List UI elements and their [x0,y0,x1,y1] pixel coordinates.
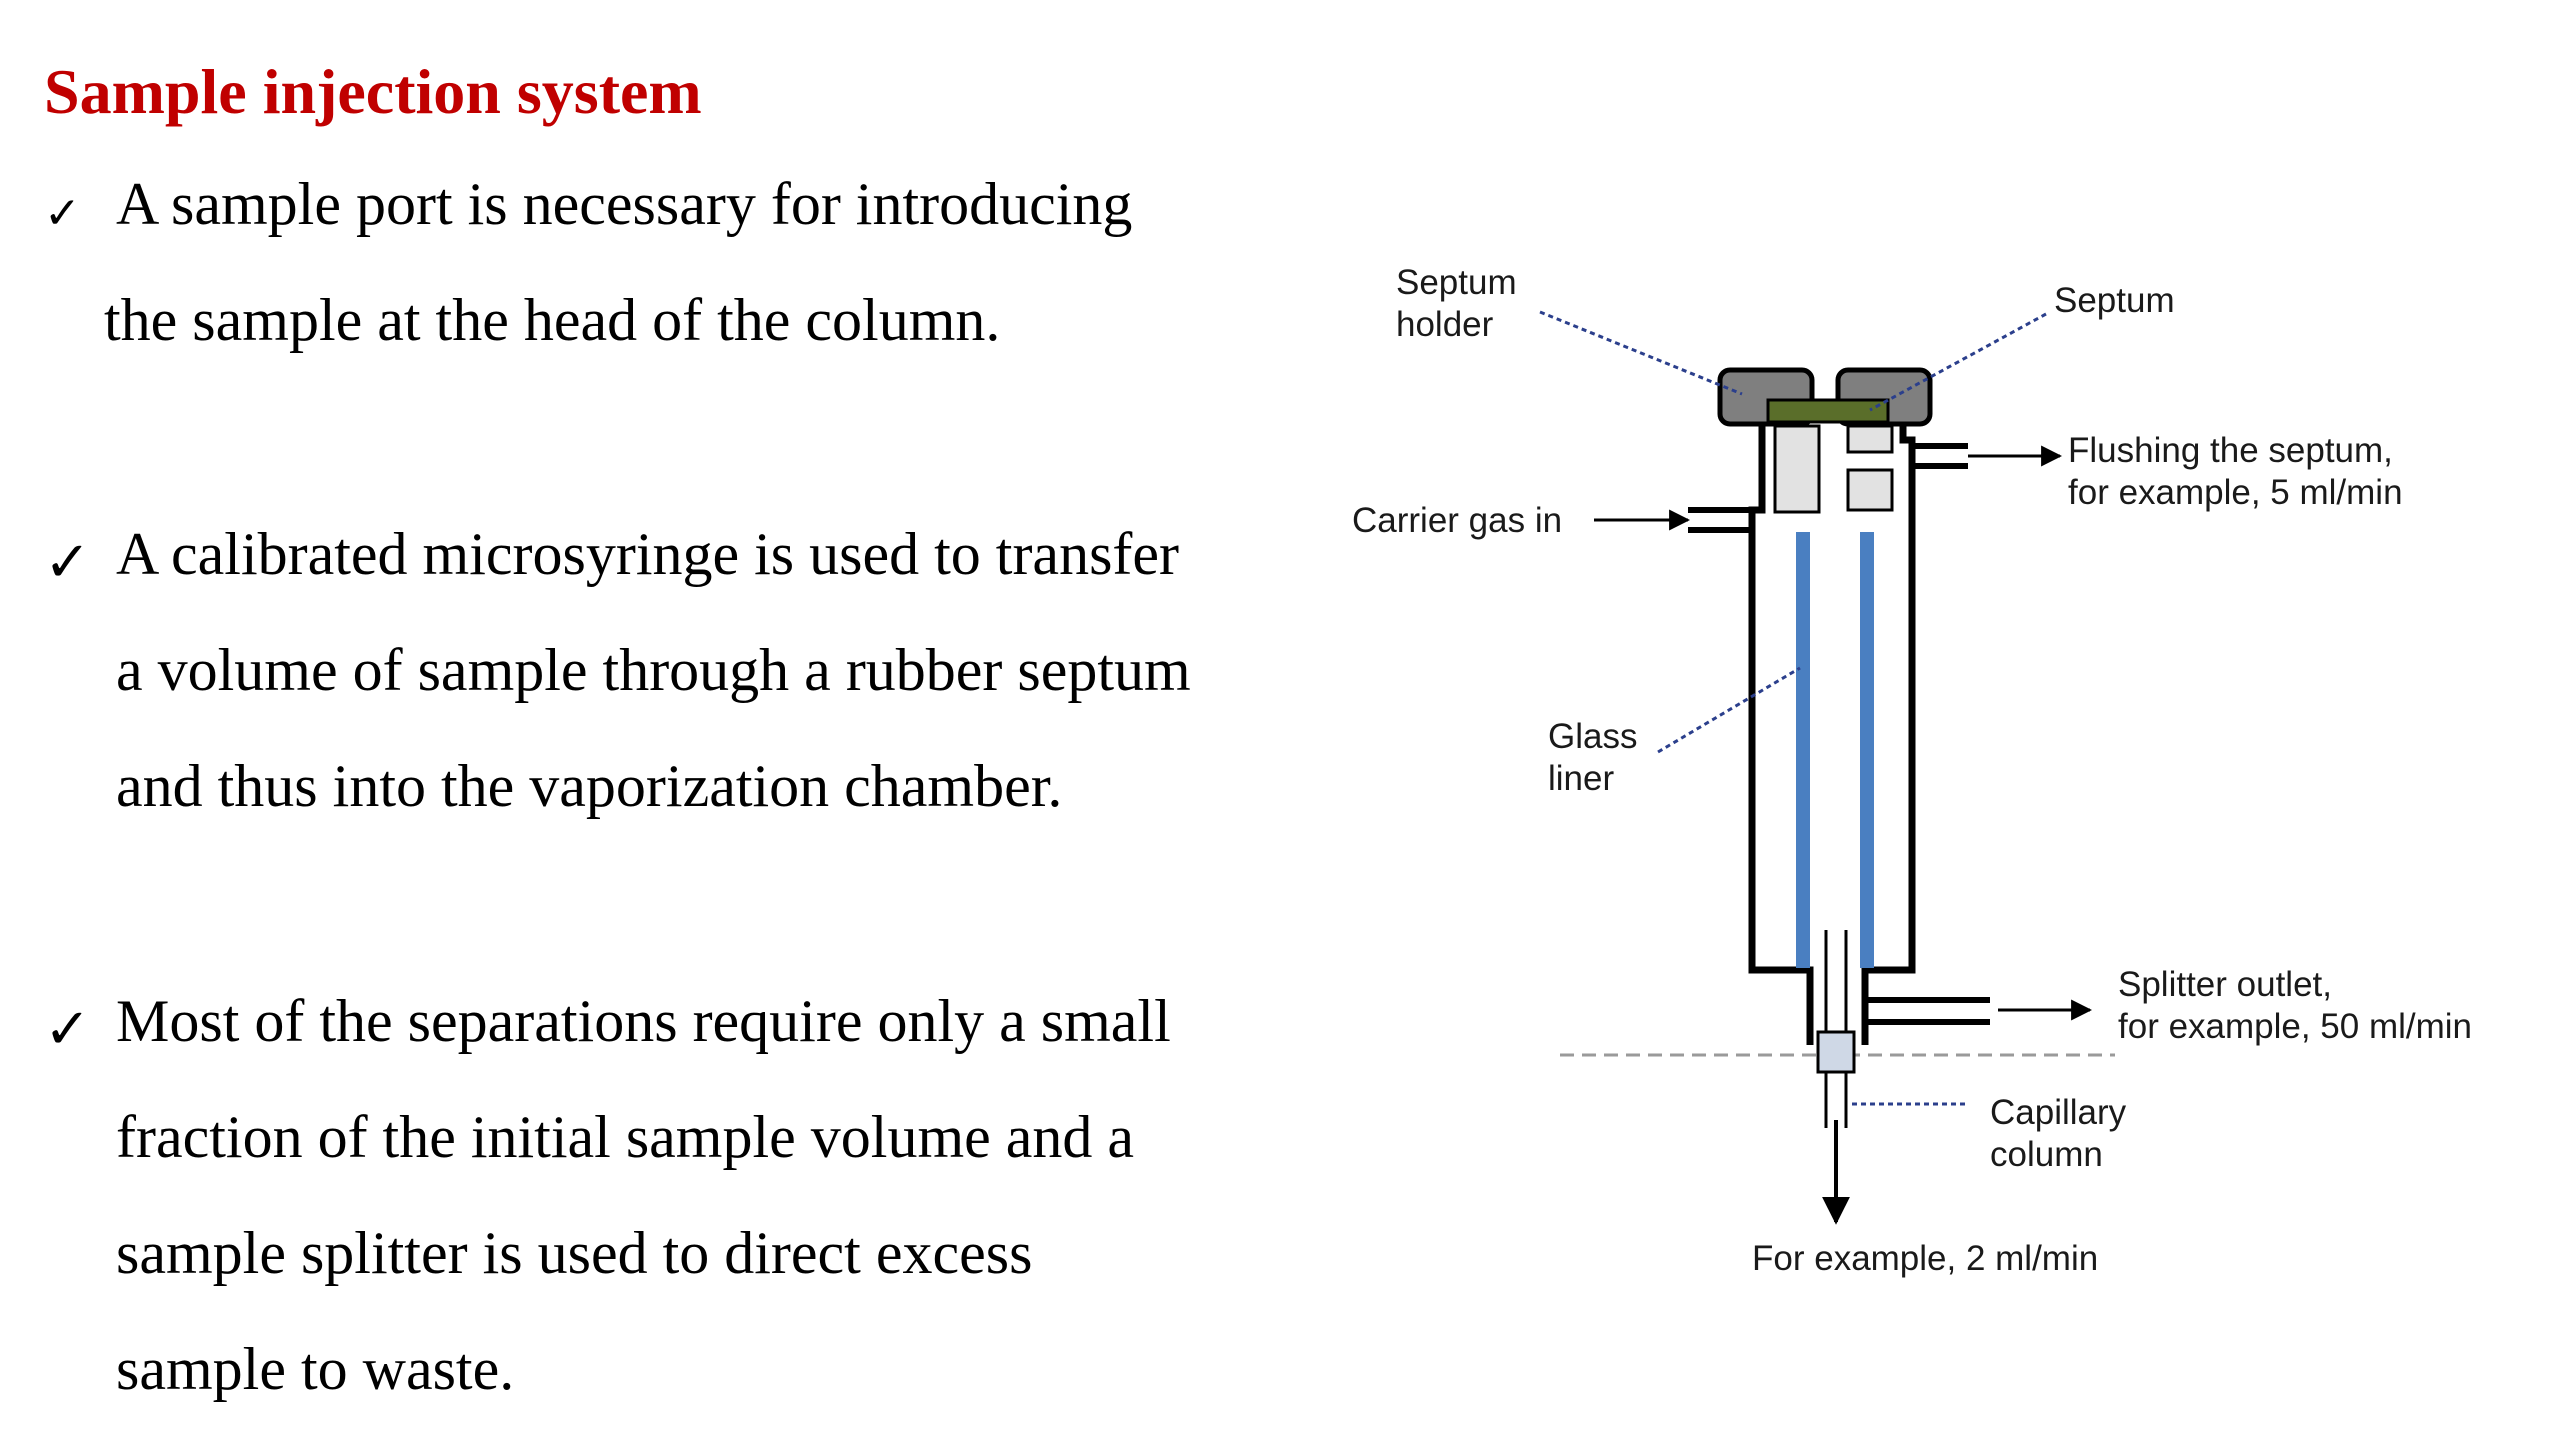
label-flushing: Flushing the septum,for example, 5 ml/mi… [2068,431,2403,512]
seal-block [1846,468,1894,512]
septum [1766,398,1890,424]
label-septum: Septum [2054,281,2175,320]
label-splitter: Splitter outlet,for example, 50 ml/min [2118,965,2472,1046]
checkmark-icon: ✓ [44,997,91,1062]
bullet-line: A calibrated microsyringe is used to tra… [116,521,1180,587]
bullet-line: sample splitter is used to direct excess [116,1220,1033,1286]
bullet-line: and thus into the vaporization chamber. [116,753,1063,819]
bullet-line: sample to waste. [116,1336,515,1402]
seal-block [1846,424,1894,454]
bullet-sample-splitter: ✓ Most of the separations require only a… [44,987,1294,1427]
bullet-line: a volume of sample through a rubber sept… [116,637,1191,703]
slide-title: Sample injection system [44,56,702,127]
injector-body [1748,425,1814,1045]
checkmark-icon: ✓ [44,188,81,239]
bullet-line: the sample at the head of the column. [104,287,1001,353]
bullet-line: A sample port is necessary for introduci… [116,171,1133,237]
leader-line [1869,312,2047,412]
label-carrier-gas: Carrier gas in [1352,501,1562,540]
checkmark-icon: ✓ [44,530,91,595]
leader-line [1657,666,1801,754]
leader-line [1539,310,1743,396]
label-column-flow: For example, 2 ml/min [1752,1239,2098,1278]
seal-block [1773,424,1821,514]
bullet-sample-port: ✓ A sample port is necessary for introdu… [44,170,1294,370]
bullet-microsyringe: ✓ A calibrated microsyringe is used to t… [44,520,1294,850]
bullet-line: Most of the separations require only a s… [116,988,1171,1054]
column-ferrule [1816,1030,1856,1074]
bullet-line: fraction of the initial sample volume an… [116,1104,1135,1170]
injector-body [1861,425,1916,1045]
